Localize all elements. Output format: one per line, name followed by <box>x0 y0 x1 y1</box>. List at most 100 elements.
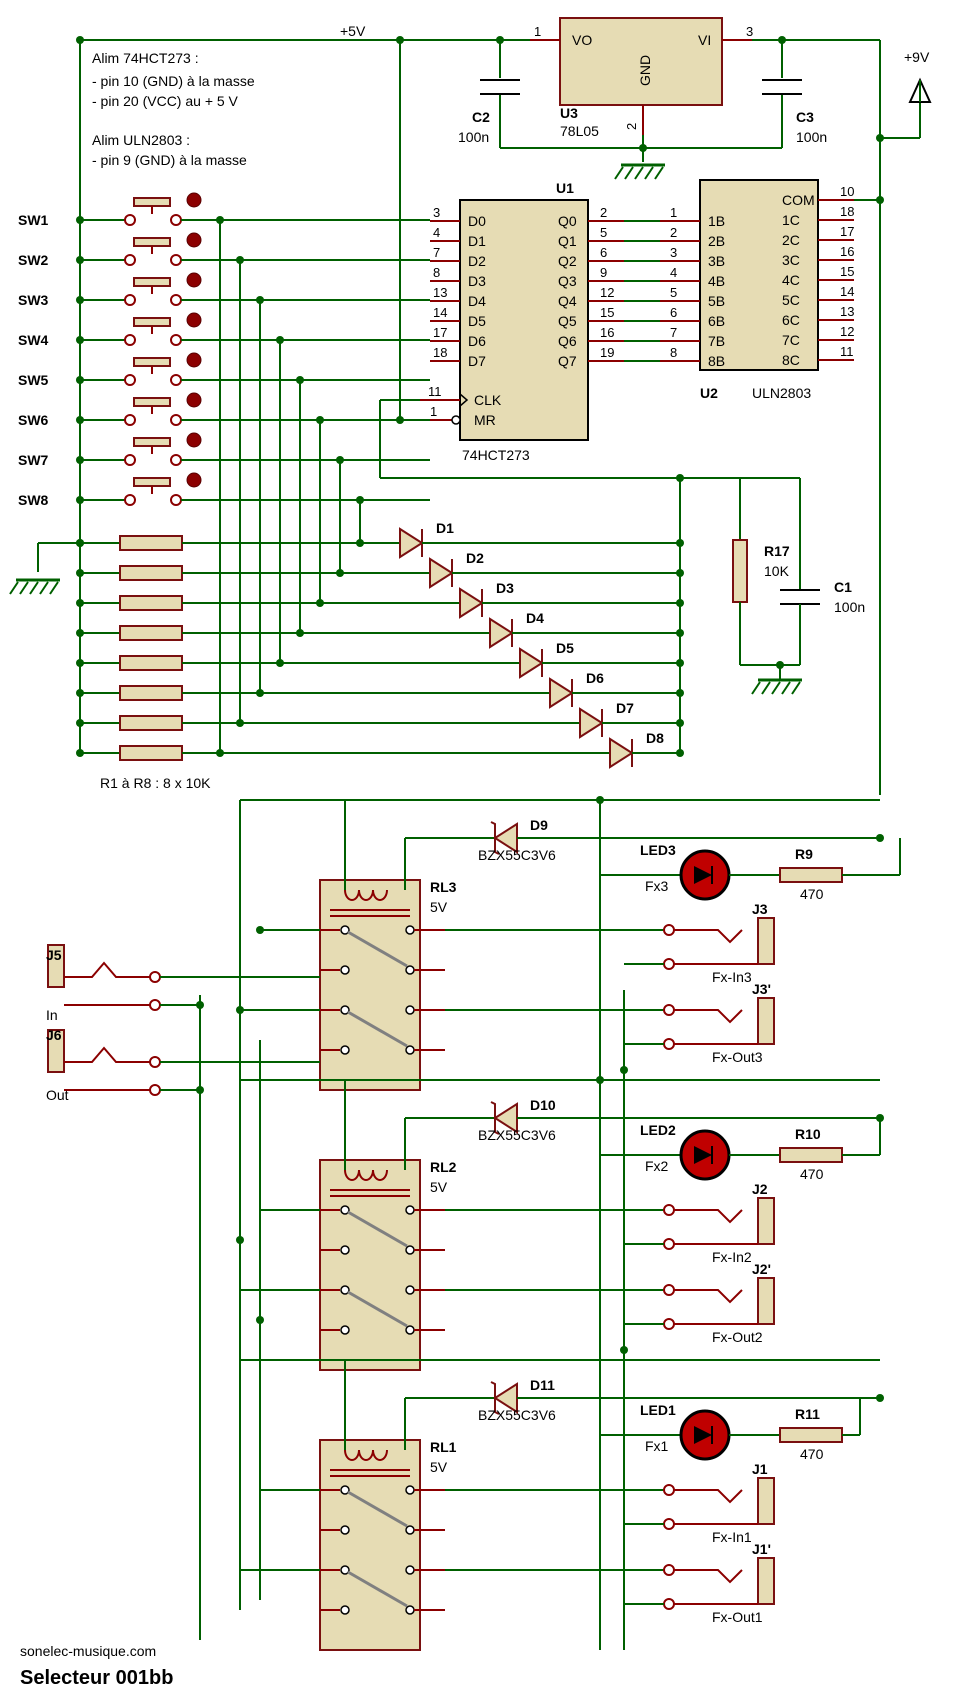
u3-ground <box>614 163 665 180</box>
switch-contact <box>124 254 136 266</box>
led-fx-label: Fx2 <box>645 1158 669 1174</box>
switch-contact <box>170 374 182 386</box>
diode-label-7: D7 <box>616 700 634 716</box>
switch-plunger <box>133 197 171 207</box>
jack-body-J1' <box>757 1557 775 1605</box>
u2-pin-number: 4 <box>670 265 677 280</box>
resistor-label: R9 <box>795 846 813 862</box>
switch-led-cap <box>186 432 202 448</box>
relay-body-RL2 <box>319 1159 421 1371</box>
u1-pin-name: D5 <box>468 313 486 329</box>
jack-body-J2' <box>757 1277 775 1325</box>
diode-6 <box>549 677 574 709</box>
relay-switch-arm <box>347 1490 408 1528</box>
switch-plunger <box>133 317 171 327</box>
junction-dot <box>256 926 264 934</box>
u2-pin-name: 3C <box>782 252 800 268</box>
u1-pin-number: 11 <box>428 384 442 399</box>
r17 <box>732 539 748 603</box>
jack-ref: J1 <box>752 1461 768 1477</box>
j5-body <box>47 944 65 988</box>
u2-pin-name: 3B <box>708 253 725 269</box>
led-arrow <box>694 1426 712 1444</box>
switch-contact <box>170 214 182 226</box>
junction-dot <box>620 1066 628 1074</box>
u2-pin-number: 10 <box>840 184 854 199</box>
j6-body <box>47 1029 65 1073</box>
u2-pin-number: 3 <box>670 245 677 260</box>
led-label: LED1 <box>640 1402 676 1418</box>
switch-plunger <box>133 397 171 407</box>
jack-contact <box>663 1284 675 1296</box>
u2-pin-name: 1B <box>708 213 725 229</box>
u1-pin-number: 2 <box>600 205 607 220</box>
jack-tip <box>674 929 743 944</box>
switch-label-4: SW4 <box>18 332 49 348</box>
junction-dot <box>496 36 504 44</box>
u1-pin-name: Q3 <box>558 273 577 289</box>
switch-plunger <box>133 277 171 287</box>
junction-dot <box>876 134 884 142</box>
jack-tip <box>674 1009 743 1024</box>
dynamic-schematic: 3D04D17D28D313D414D517D618D7Q02Q15Q26Q39… <box>9 17 932 1651</box>
u2-pin-number: 12 <box>840 324 854 339</box>
u2-pin-name: 7B <box>708 333 725 349</box>
ground-hatch <box>624 166 634 180</box>
u2-pin-number: 7 <box>670 325 677 340</box>
relay-label: RL3 <box>430 879 457 895</box>
relay-contact <box>405 1285 415 1295</box>
zener-label: D11 <box>530 1377 555 1393</box>
switch-contact <box>170 334 182 346</box>
pulldown-resistor <box>119 655 183 671</box>
relay-contact <box>340 965 350 975</box>
zener-label: D10 <box>530 1097 556 1113</box>
u1-pin-number: 4 <box>433 225 440 240</box>
switch-plunger <box>133 237 171 247</box>
diode-1 <box>399 527 424 559</box>
junction-dot <box>596 1076 604 1084</box>
jack-contact <box>663 924 675 936</box>
u1-pin-number: 12 <box>600 285 614 300</box>
switch-contact <box>170 294 182 306</box>
jack-contact <box>663 1038 675 1050</box>
zener-bar <box>490 821 500 855</box>
u1-pin-number: 3 <box>433 205 440 220</box>
u2-pin-name: 4B <box>708 273 725 289</box>
switch-contact <box>124 294 136 306</box>
relay-coil <box>372 1169 388 1181</box>
relay-contact <box>405 925 415 935</box>
resistor-ground <box>9 578 60 595</box>
resistor-label: R10 <box>795 1126 821 1142</box>
relay-contact <box>405 1205 415 1215</box>
zener-label: D9 <box>530 817 548 833</box>
jack-tip <box>674 1489 743 1504</box>
jack-ref: J1' <box>752 1541 771 1557</box>
led-arrow <box>694 1146 712 1164</box>
junction-dot <box>76 496 84 504</box>
switch-label-5: SW5 <box>18 372 49 388</box>
u1-pin-number: 16 <box>600 325 614 340</box>
switch-contact <box>124 414 136 426</box>
ground-hatch <box>9 581 19 595</box>
u2-pin-name: COM <box>782 192 815 208</box>
relay-contact <box>405 1565 415 1575</box>
pulldown-resistor <box>119 745 183 761</box>
switch-contact <box>124 334 136 346</box>
diode-4 <box>489 617 514 649</box>
u2-pin-name: 5C <box>782 292 800 308</box>
u1-pin-number: 18 <box>433 345 447 360</box>
relay-voltage: 5V <box>430 1459 448 1475</box>
u2-pin-name: 2B <box>708 233 725 249</box>
relay-contact <box>340 1605 350 1615</box>
j5-tip <box>64 961 150 978</box>
junction-dot <box>76 336 84 344</box>
zener-bar <box>490 1101 500 1135</box>
ground-hatch <box>19 581 29 595</box>
switch-label-3: SW3 <box>18 292 49 308</box>
u1-pin-number: 19 <box>600 345 614 360</box>
diode-label-5: D5 <box>556 640 574 656</box>
relay-contact <box>340 1205 350 1215</box>
jack-label: Fx-In2 <box>712 1249 752 1265</box>
junction-dot <box>676 474 684 482</box>
relay-contact <box>340 1565 350 1575</box>
